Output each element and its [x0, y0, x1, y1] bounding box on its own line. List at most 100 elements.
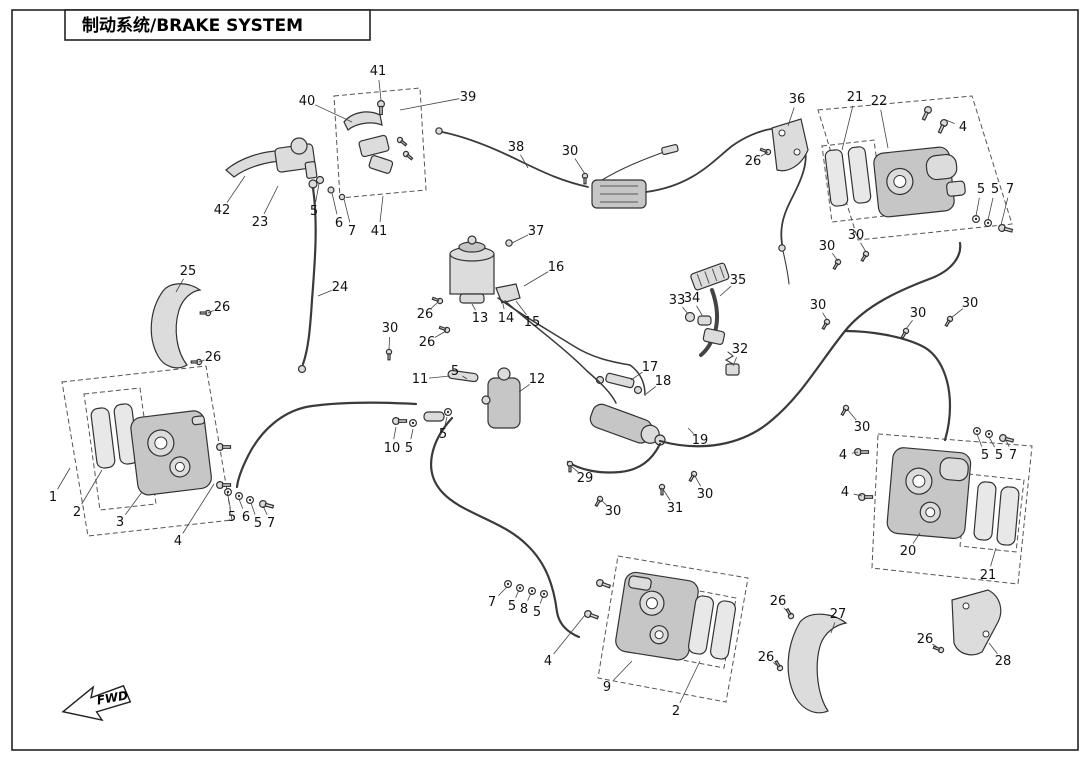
- page-title: 制动系统/BRAKE SYSTEM: [82, 15, 303, 36]
- bottom-caliper-line: [430, 416, 581, 639]
- callout-41: 41: [371, 224, 388, 239]
- callout-30: 30: [382, 321, 399, 336]
- callout-14: 14: [498, 311, 515, 326]
- group-box-switch: [333, 87, 427, 199]
- rear-bottom-caliper-assembly: [504, 571, 737, 661]
- callout-7: 7: [1006, 182, 1014, 197]
- callout-4: 4: [839, 448, 847, 463]
- washer-icon: [504, 579, 512, 589]
- callout-30: 30: [962, 296, 979, 311]
- callout-16: 16: [548, 260, 565, 275]
- screw-icon: [581, 172, 589, 185]
- callout-30: 30: [854, 420, 871, 435]
- washer-icon: [984, 430, 994, 438]
- callout-26: 26: [205, 350, 222, 365]
- group-box-caliper-rear-bottom: [597, 555, 749, 703]
- brake-pad: [687, 595, 715, 655]
- brake-pad: [847, 146, 872, 204]
- bolt-icon: [216, 443, 232, 451]
- washer-icon: [444, 408, 452, 416]
- leader-line: [945, 119, 955, 124]
- callout-33: 33: [669, 293, 686, 308]
- leader-line: [932, 643, 941, 650]
- leader-line: [314, 104, 353, 123]
- leader-line: [124, 491, 143, 515]
- leader-line: [502, 303, 505, 310]
- callout-4: 4: [544, 654, 552, 669]
- brake-switch-assembly: [343, 99, 415, 174]
- rear-brake-line: [658, 241, 962, 448]
- leader-line: [523, 271, 549, 287]
- callout-6: 6: [242, 510, 250, 525]
- bracket-36: [759, 118, 809, 172]
- leader-line: [860, 242, 867, 253]
- washer-icon: [515, 583, 525, 593]
- bolt-icon: [857, 493, 874, 501]
- callout-39: 39: [460, 90, 477, 105]
- screw-icon: [773, 659, 785, 673]
- lever-reservoir-cap: [290, 137, 308, 155]
- callout-26: 26: [417, 307, 434, 322]
- callout-4: 4: [841, 485, 849, 500]
- leader-line: [198, 359, 205, 363]
- callout-25: 25: [180, 264, 197, 279]
- leader-line: [696, 305, 703, 316]
- callout-37: 37: [528, 224, 545, 239]
- brake-pedal-assembly: [684, 262, 740, 376]
- leader-line: [175, 278, 184, 293]
- screw-icon: [859, 249, 871, 263]
- leader-line: [853, 493, 863, 497]
- callout-26: 26: [419, 335, 436, 350]
- callout-12: 12: [529, 372, 546, 387]
- leader-line: [987, 197, 994, 221]
- leader-line: [1000, 197, 1009, 226]
- leader-line: [315, 183, 320, 203]
- front-right-caliper-assembly: [824, 104, 1014, 235]
- bolt-icon: [998, 433, 1015, 445]
- leader-line: [846, 408, 857, 421]
- callout-5: 5: [981, 448, 989, 463]
- leader-line: [645, 386, 657, 395]
- callout-6: 6: [335, 216, 343, 231]
- leader-line: [238, 498, 244, 509]
- leader-line: [905, 319, 913, 330]
- leader-line: [679, 660, 701, 704]
- callout-36: 36: [789, 92, 806, 107]
- fwd-arrow-shape: [61, 684, 132, 722]
- callout-5: 5: [508, 599, 516, 614]
- callout-26: 26: [917, 632, 934, 647]
- leader-line: [378, 79, 382, 101]
- leader-line: [379, 195, 384, 223]
- callout-5: 5: [977, 182, 985, 197]
- leader-line: [975, 197, 980, 217]
- group-box-caliper-front-left: [61, 365, 233, 537]
- leader-line: [851, 451, 859, 454]
- callout-20: 20: [900, 544, 917, 559]
- leader-line: [772, 662, 780, 668]
- callout-17: 17: [642, 360, 659, 375]
- leader-line: [719, 285, 732, 297]
- brake-lines: [235, 241, 962, 639]
- leader-line: [880, 109, 889, 149]
- callout-42: 42: [214, 203, 231, 218]
- screw-icon: [759, 146, 772, 156]
- callout-21: 21: [847, 90, 864, 105]
- leader-line: [444, 416, 448, 426]
- leader-line: [182, 483, 215, 534]
- callout-21: 21: [980, 568, 997, 583]
- leader-line: [830, 622, 836, 634]
- leader-line: [434, 330, 447, 338]
- screw-icon: [199, 309, 212, 317]
- washer-icon: [235, 492, 243, 500]
- leader-line: [388, 336, 390, 351]
- leader-line: [612, 660, 633, 681]
- leader-line: [207, 310, 214, 314]
- screw-icon: [395, 135, 409, 148]
- leader-line: [760, 151, 769, 157]
- callout-26: 26: [214, 300, 231, 315]
- bolt-icon: [997, 223, 1014, 235]
- leader-line: [574, 158, 586, 175]
- leader-line: [988, 436, 995, 448]
